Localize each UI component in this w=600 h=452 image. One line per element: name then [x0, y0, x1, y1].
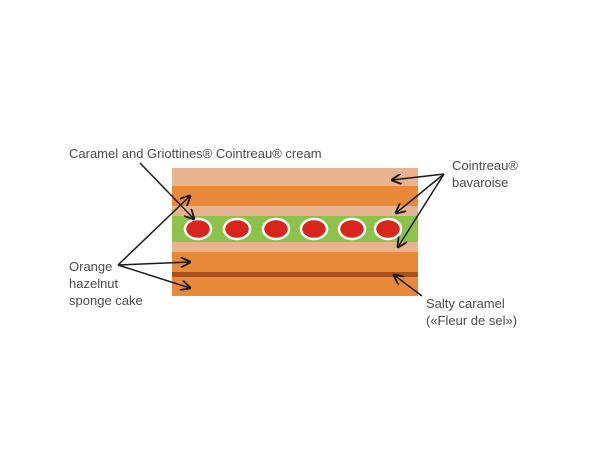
- sponge-layer-middle: [172, 252, 418, 272]
- cherry: [373, 217, 403, 241]
- cherries: [183, 217, 403, 241]
- cherry: [337, 217, 367, 241]
- arrow-sponge-bottom: [117, 264, 190, 288]
- arrow-salty-caramel: [394, 275, 423, 297]
- bavaroise-layer-lower-thin: [172, 242, 418, 252]
- arrow-sponge-top: [117, 196, 190, 266]
- bavaroise-layer-upper-thin: [172, 206, 418, 216]
- cherry: [183, 217, 213, 241]
- arrow-sponge-middle: [117, 262, 190, 265]
- salty-caramel-layer: [172, 272, 418, 277]
- sponge-layer-top: [172, 186, 418, 206]
- cherry: [222, 217, 252, 241]
- label-bavaroise: Cointreau® bavaroise: [452, 158, 518, 190]
- arrow-bavaroise-upper: [396, 173, 445, 213]
- label-sponge-cake: Orange hazelnut sponge cake: [69, 259, 143, 308]
- arrow-caramel-cream: [139, 162, 194, 219]
- arrow-bavaroise-top: [392, 173, 445, 180]
- sponge-layer-bottom: [172, 277, 418, 296]
- label-caramel-cream: Caramel and Griottines® Cointreau® cream: [69, 146, 322, 161]
- label-salty-caramel: Salty caramel («Fleur de sel»): [426, 296, 518, 328]
- cherry: [261, 217, 291, 241]
- bavaroise-layer-top: [172, 168, 418, 186]
- arrow-bavaroise-lower: [398, 173, 445, 247]
- cherry: [299, 217, 329, 241]
